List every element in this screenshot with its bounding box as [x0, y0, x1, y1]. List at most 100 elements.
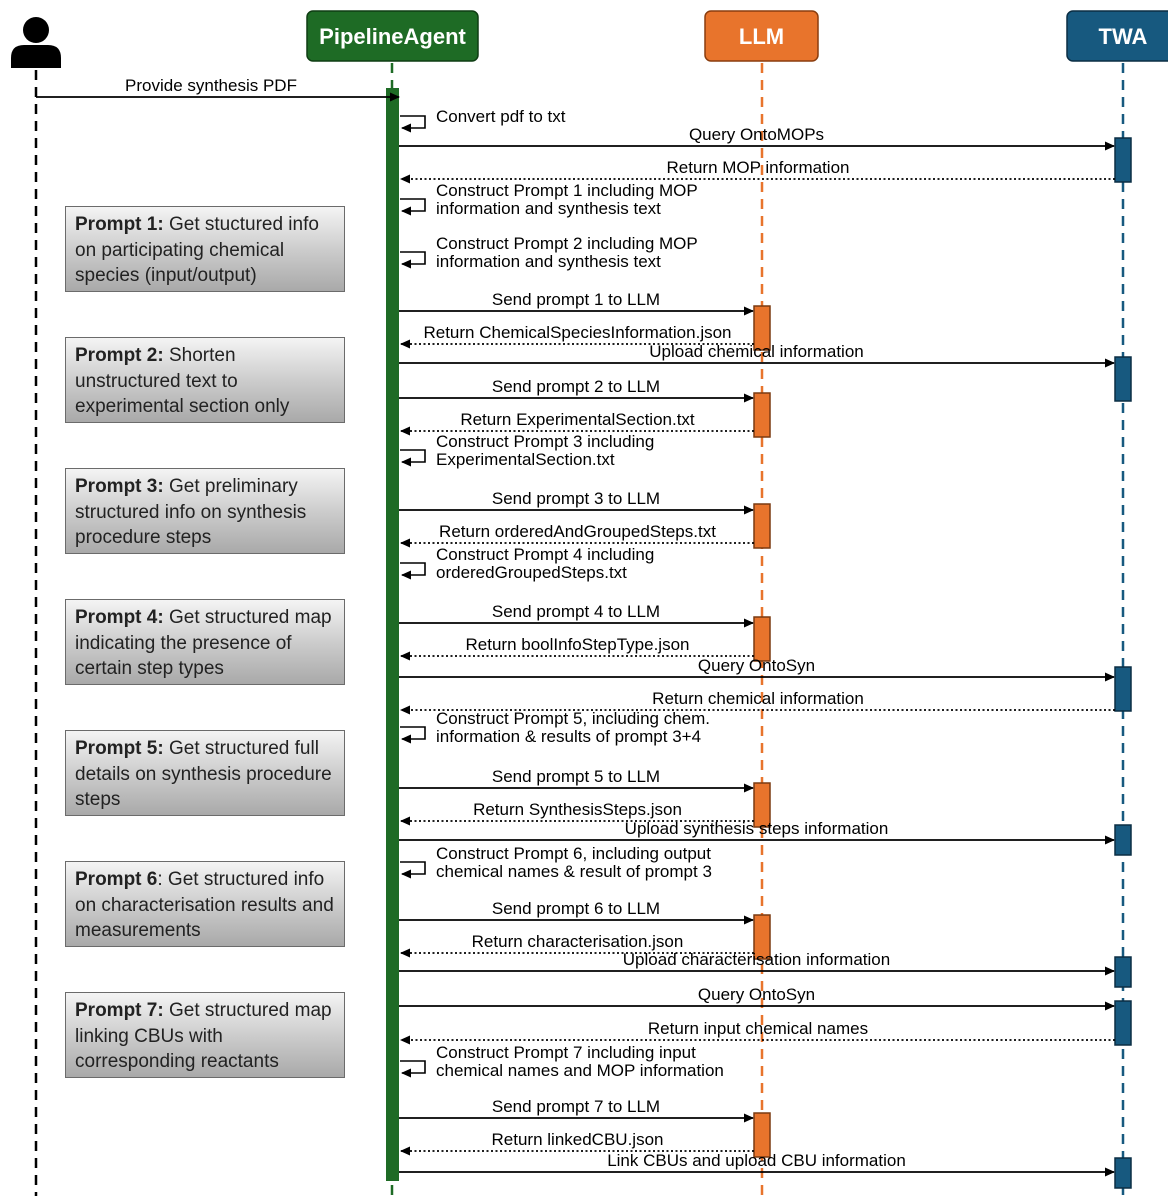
- message-label: Send prompt 2 to LLM: [492, 377, 660, 396]
- llm-activation-box: [753, 914, 771, 960]
- pipeline-agent-header: PipelineAgent: [306, 10, 479, 62]
- llm-header: LLM: [704, 10, 819, 62]
- message-call: Upload chemical information: [399, 342, 1115, 368]
- twa-activation-box: [1114, 137, 1132, 183]
- message-label: Return orderedAndGroupedSteps.txt: [439, 522, 716, 541]
- twa-activation-box: [1114, 1157, 1132, 1189]
- prompt-note-text: Get structured full details on synthesis…: [75, 738, 332, 810]
- message-label: Convert pdf to txt: [436, 107, 566, 126]
- twa-activation-box: [1114, 666, 1132, 712]
- prompt-note-text: Shorten unstructured text to experimenta…: [75, 345, 290, 417]
- message-label: Return ChemicalSpeciesInformation.json: [423, 323, 731, 342]
- twa-activation-box: [1114, 824, 1132, 856]
- message-label: Return linkedCBU.json: [492, 1130, 664, 1149]
- message-self: Construct Prompt 5, including chem.infor…: [400, 709, 710, 746]
- message-label: Send prompt 7 to LLM: [492, 1097, 660, 1116]
- self-call-arrow: [400, 562, 426, 580]
- message-label: Return input chemical names: [648, 1019, 868, 1038]
- self-call-arrow: [400, 1060, 426, 1078]
- prompt-note-title: Prompt 5:: [75, 738, 164, 759]
- message-label: Query OntoMOPs: [689, 125, 824, 144]
- llm-activation-box: [753, 616, 771, 662]
- message-return: Return ExperimentalSection.txt: [400, 410, 754, 436]
- prompt-note-text: Get structured map linking CBUs with cor…: [75, 1000, 332, 1072]
- message-call: Send prompt 7 to LLM: [399, 1097, 754, 1123]
- message-label: Send prompt 4 to LLM: [492, 602, 660, 621]
- prompt-note-text: Get structured map indicating the presen…: [75, 607, 332, 679]
- message-call: Link CBUs and upload CBU information: [399, 1151, 1115, 1177]
- twa-activation-box: [1114, 1000, 1132, 1046]
- message-call: Send prompt 6 to LLM: [399, 899, 754, 925]
- prompt-note: Prompt 4: Get structured map indicating …: [65, 599, 345, 685]
- svg-text:LLM: LLM: [739, 24, 784, 49]
- message-return: Return orderedAndGroupedSteps.txt: [400, 522, 754, 548]
- pipeline-activation-bar: [386, 88, 399, 1181]
- message-call: Send prompt 1 to LLM: [399, 290, 754, 316]
- message-call: Provide synthesis PDF: [36, 76, 400, 102]
- message-call: Send prompt 2 to LLM: [399, 377, 754, 403]
- prompt-note-text: : Get structured info on characterisatio…: [75, 869, 334, 941]
- message-label: Construct Prompt 5, including chem.infor…: [436, 709, 710, 746]
- prompt-note-title: Prompt 6: [75, 869, 158, 890]
- self-call-arrow: [400, 198, 426, 216]
- message-return: Return input chemical names: [400, 1019, 1115, 1045]
- svg-text:PipelineAgent: PipelineAgent: [319, 24, 466, 49]
- message-self: Convert pdf to txt: [400, 107, 566, 133]
- prompt-note-title: Prompt 1:: [75, 214, 164, 235]
- message-label: Upload chemical information: [649, 342, 864, 361]
- message-label: Return MOP information: [667, 158, 850, 177]
- message-return: Return MOP information: [400, 158, 1115, 184]
- self-call-arrow: [400, 726, 426, 744]
- svg-text:TWA: TWA: [1099, 24, 1148, 49]
- prompt-note: Prompt 1: Get stuctured info on particip…: [65, 206, 345, 292]
- prompt-note: Prompt 5: Get structured full details on…: [65, 730, 345, 816]
- message-call: Query OntoMOPs: [399, 125, 1115, 151]
- message-label: Upload synthesis steps information: [625, 819, 889, 838]
- prompt-note-text: Get preliminary structured info on synth…: [75, 476, 307, 548]
- message-call: Upload synthesis steps information: [399, 819, 1115, 845]
- message-call: Query OntoSyn: [399, 985, 1115, 1011]
- message-call: Query OntoSyn: [399, 656, 1115, 682]
- twa-activation-box: [1114, 956, 1132, 988]
- prompt-note-title: Prompt 3:: [75, 476, 164, 497]
- message-label: Return ExperimentalSection.txt: [460, 410, 695, 429]
- message-label: Upload characterisation information: [623, 950, 890, 969]
- message-label: Send prompt 5 to LLM: [492, 767, 660, 786]
- self-call-arrow: [400, 115, 426, 133]
- prompt-note: Prompt 6: Get structured info on charact…: [65, 861, 345, 947]
- message-return: Return characterisation.json: [400, 932, 754, 958]
- prompt-note-text: Get stuctured info on participating chem…: [75, 214, 319, 286]
- prompt-note-title: Prompt 7:: [75, 1000, 164, 1021]
- prompt-note-title: Prompt 2:: [75, 345, 164, 366]
- self-call-arrow: [400, 861, 426, 879]
- message-label: Provide synthesis PDF: [125, 76, 297, 95]
- llm-activation-box: [753, 503, 771, 549]
- llm-activation-box: [753, 392, 771, 438]
- message-label: Query OntoSyn: [698, 656, 815, 675]
- user-icon: [11, 17, 61, 68]
- self-call-arrow: [400, 251, 426, 269]
- message-return: Return linkedCBU.json: [400, 1130, 754, 1156]
- twa-header: TWA: [1066, 10, 1168, 62]
- prompt-note-title: Prompt 4:: [75, 607, 164, 628]
- message-label: Return SynthesisSteps.json: [473, 800, 682, 819]
- llm-activation-box: [753, 1112, 771, 1158]
- message-return: Return boolInfoStepType.json: [400, 635, 754, 661]
- message-call: Send prompt 3 to LLM: [399, 489, 754, 515]
- prompt-note: Prompt 2: Shorten unstructured text to e…: [65, 337, 345, 423]
- self-call-arrow: [400, 449, 426, 467]
- message-call: Upload characterisation information: [399, 950, 1115, 976]
- message-label: Return boolInfoStepType.json: [466, 635, 690, 654]
- twa-activation-box: [1114, 356, 1132, 402]
